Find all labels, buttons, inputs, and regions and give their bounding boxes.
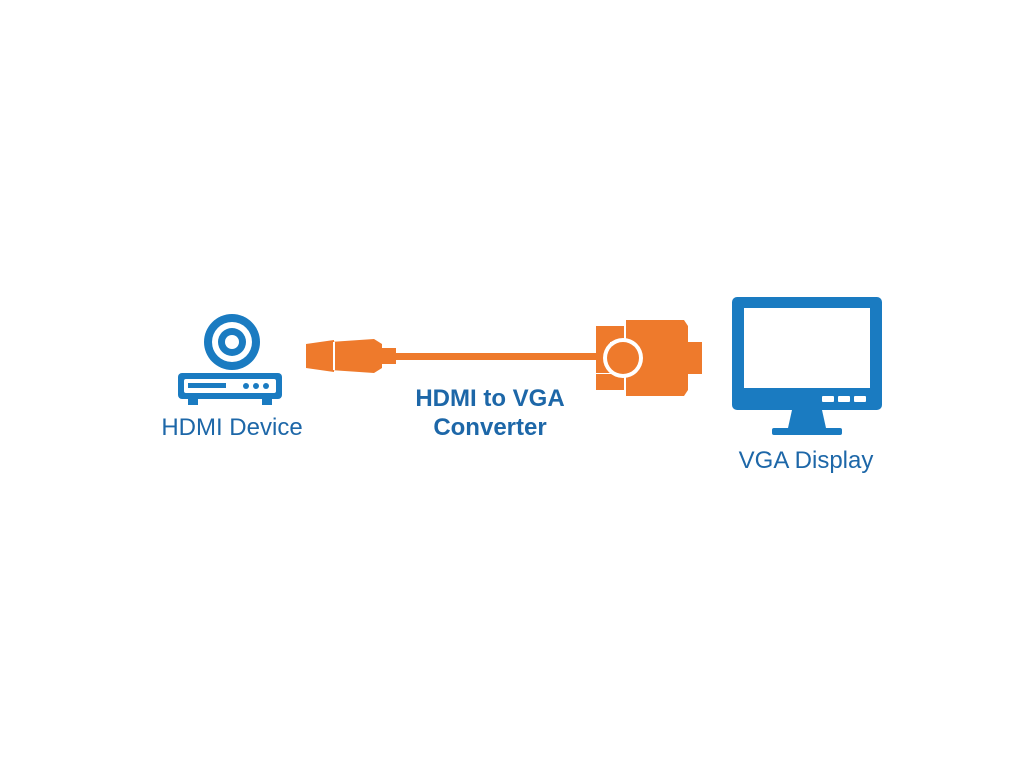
hdmi-device-label: HDMI Device: [161, 414, 303, 441]
converter-label: HDMI to VGA Converter: [380, 384, 600, 442]
hdmi-to-vga-cable-icon: [306, 320, 702, 396]
disc-player-icon: [178, 314, 282, 405]
converter-label-line-2: Converter: [433, 414, 547, 441]
monitor-base-icon: [772, 428, 842, 435]
cable-wire-icon: [396, 353, 600, 360]
vga-connector-icon: [596, 320, 702, 396]
monitor-screen-icon: [744, 308, 870, 388]
hdmi-plug-icon: [306, 339, 396, 373]
disc-hole-icon: [225, 335, 239, 349]
converter-label-line-1: HDMI to VGA: [415, 385, 565, 412]
monitor-neck-icon: [788, 410, 826, 428]
vga-display-label: VGA Display: [738, 447, 874, 474]
monitor-icon: [732, 297, 882, 435]
